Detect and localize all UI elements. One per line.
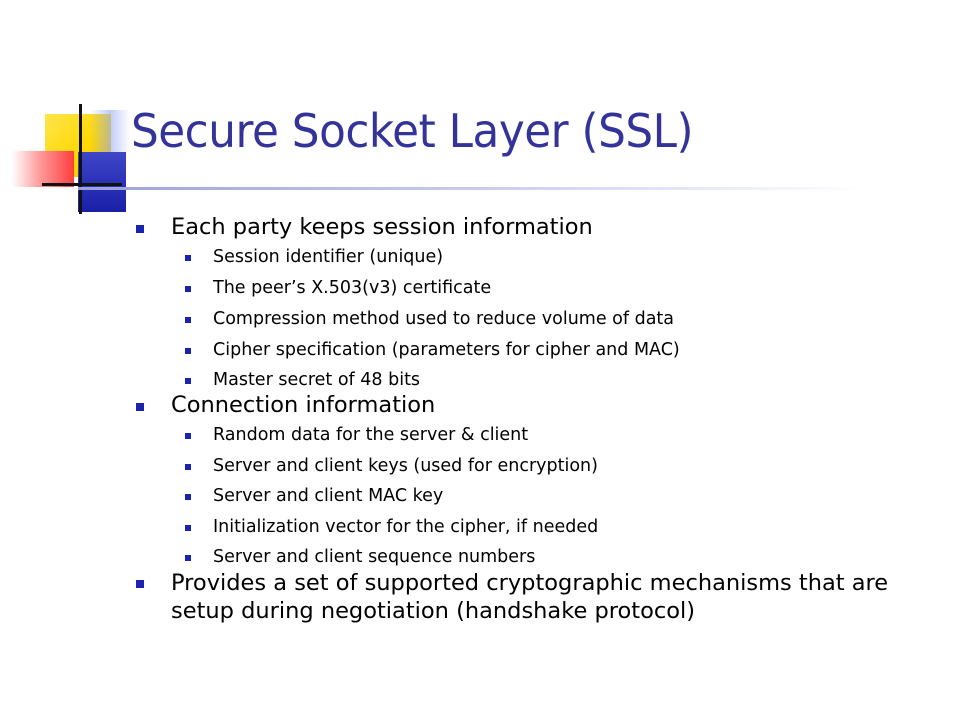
bullet-item: Connection information (171, 392, 436, 418)
sub-bullet-marker (185, 348, 191, 354)
sub-bullet-marker (185, 555, 191, 561)
sub-bullet-marker (185, 286, 191, 292)
light-blue-decoration (90, 110, 130, 152)
bullet-marker (136, 225, 144, 233)
sub-bullet-item: Server and client MAC key (213, 486, 444, 506)
blue-square-decoration (78, 152, 126, 212)
red-gradient-decoration (12, 151, 74, 187)
sub-bullet-marker (185, 433, 191, 439)
horizontal-line-decoration (42, 183, 122, 186)
sub-bullet-item: Server and client sequence numbers (213, 547, 536, 567)
vertical-line-decoration (79, 104, 82, 214)
sub-bullet-marker (185, 525, 191, 531)
sub-bullet-marker (185, 494, 191, 500)
sub-bullet-item: Random data for the server & client (213, 425, 529, 445)
sub-bullet-item: Server and client keys (used for encrypt… (213, 456, 598, 476)
sub-bullet-item: Initialization vector for the cipher, if… (213, 517, 599, 537)
sub-bullet-item: The peer’s X.503(v3) certificate (213, 278, 492, 298)
bullet-marker (136, 580, 144, 588)
bullet-item: Each party keeps session information (171, 214, 593, 240)
sub-bullet-marker (185, 464, 191, 470)
sub-bullet-item: Cipher specification (parameters for cip… (213, 340, 680, 360)
bullet-item: Provides a set of supported cryptographi… (171, 570, 889, 624)
sub-bullet-marker (185, 317, 191, 323)
sub-bullet-item: Master secret of 48 bits (213, 370, 421, 390)
sub-bullet-marker (185, 255, 191, 261)
title-underline (78, 187, 868, 190)
sub-bullet-item: Session identifier (unique) (213, 247, 444, 267)
sub-bullet-marker (185, 378, 191, 384)
slide-title: Secure Socket Layer (SSL) (131, 104, 694, 158)
sub-bullet-item: Compression method used to reduce volume… (213, 309, 675, 329)
bullet-marker (136, 403, 144, 411)
